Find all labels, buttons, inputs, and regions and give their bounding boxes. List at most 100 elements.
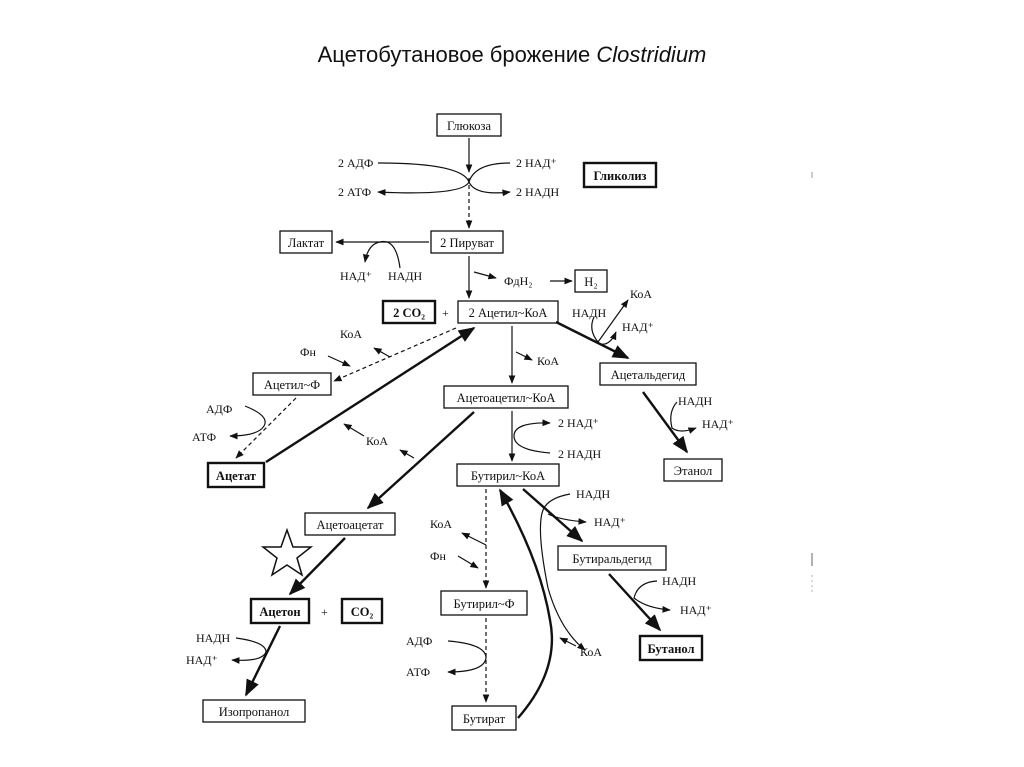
svg-text:Глюкоза: Глюкоза xyxy=(447,119,491,133)
label-bp-pn: Фн xyxy=(430,549,446,563)
title-organism: Clostridium xyxy=(596,42,707,67)
arrow-acetylcoa-acetaldehyde xyxy=(555,320,630,360)
node-lactate: Лактат xyxy=(279,230,333,254)
node-isopropanol: Изопропанол xyxy=(202,699,306,723)
svg-text:Ацетил~Ф: Ацетил~Ф xyxy=(264,378,320,392)
svg-text:2 Пируват: 2 Пируват xyxy=(440,236,494,250)
svg-text:Бутират: Бутират xyxy=(463,712,506,726)
label-ald-nad: НАД⁺ xyxy=(622,320,654,334)
node-butyryl-p: Бутирил~Ф xyxy=(440,590,528,616)
arrow-aac-koa xyxy=(515,351,533,361)
arrow-butyraldehyde-butanol xyxy=(608,573,662,632)
svg-text:Изопропанол: Изопропанол xyxy=(219,705,290,719)
star-icon xyxy=(260,527,314,577)
svg-text:Ацетоацетил~КоА: Ацетоацетил~КоА xyxy=(457,391,556,405)
label-fdh2: ФдН₂ xyxy=(504,274,532,288)
label-bald-nadh: НАДН xyxy=(576,487,611,501)
node-glycolysis: Гликолиз xyxy=(582,161,658,189)
svg-text:Лактат: Лактат xyxy=(288,236,325,250)
label-acp-adp: АДФ xyxy=(206,402,232,416)
node-butyraldehyde: Бутиральдегид xyxy=(557,545,667,571)
arrow-pyruvate-fdh2 xyxy=(473,271,497,280)
node-butanol: Бутанол xyxy=(638,634,704,662)
label-eth-nadh: НАДН xyxy=(678,394,713,408)
node-h2: H₂ xyxy=(574,269,608,293)
arrow-bp-adp-atp xyxy=(447,640,487,676)
arrow-acetoacetylcoa-acetoacetate xyxy=(366,411,475,510)
arrow-acetone-isopropanol xyxy=(244,625,282,697)
label-but-koa: КоА xyxy=(580,645,602,659)
arrow-ipa-cofactor xyxy=(231,637,267,664)
label-adp2: 2 АДФ xyxy=(338,156,373,170)
arrow-acp-adp-atp xyxy=(229,405,266,440)
svg-text:Этанол: Этанол xyxy=(674,464,712,478)
arrow-bp-pn xyxy=(457,555,479,569)
node-acetyl-coa: 2 Ацетил~КоА xyxy=(457,300,559,324)
node-co2-top: 2 CO₂ xyxy=(381,299,437,325)
arrow-but-koa xyxy=(559,637,577,647)
node-glucose: Глюкоза xyxy=(436,113,502,137)
arrow-nad-nadh xyxy=(377,162,511,196)
label-acet-koa: КоА xyxy=(366,434,388,448)
svg-text:Ацетат: Ацетат xyxy=(216,469,256,483)
label-acp-koa: КоА xyxy=(340,327,362,341)
svg-text:Бутирил~КоА: Бутирил~КоА xyxy=(471,469,545,483)
node-acetone: Ацетон xyxy=(249,597,311,625)
arrow-acetylp-acetate xyxy=(235,397,297,459)
label-ipa-nad: НАД⁺ xyxy=(186,653,218,667)
arrow-ald-koa xyxy=(591,299,629,343)
arrow-buol-cofactor xyxy=(633,580,671,613)
arrow-acetaldehyde-ethanol xyxy=(642,391,688,454)
label-acp-pn: Фн xyxy=(300,345,316,359)
svg-text:Ацетоацетат: Ацетоацетат xyxy=(317,518,384,532)
arrow-acet-koa xyxy=(343,423,365,437)
label-buol-nadh: НАДН xyxy=(662,574,697,588)
label-nadh2: 2 НАДН xyxy=(516,185,560,199)
label-lactate-nadh: НАДН xyxy=(388,269,423,283)
label-nad2: 2 НАД⁺ xyxy=(516,156,557,170)
node-acetaldehyde: Ацетальдегид xyxy=(599,362,697,386)
svg-text:Гликолиз: Гликолиз xyxy=(593,169,646,183)
node-acetyl-p: Ацетил~Ф xyxy=(252,372,332,396)
node-acetoacetate: Ацетоацетат xyxy=(304,512,396,536)
node-pyruvate: 2 Пируват xyxy=(430,230,504,254)
arrow-acetoacetate-acetone xyxy=(288,537,346,596)
svg-text:Ацетон: Ацетон xyxy=(259,605,300,619)
label-ald-koa: КоА xyxy=(630,287,652,301)
label-atp2: 2 АТФ xyxy=(338,185,371,199)
title-text: Ацетобутановое брожение xyxy=(317,42,597,67)
label-bp-adp: АДФ xyxy=(406,634,432,648)
label-bald-nad: НАД⁺ xyxy=(594,515,626,529)
label-ipa-nadh: НАДН xyxy=(196,631,231,645)
cofactor-labels: 2 АДФ 2 АТФ 2 НАД⁺ 2 НАДН НАД⁺ НАДН ФдН₂… xyxy=(186,156,734,679)
arrow-bp-koa xyxy=(461,532,487,546)
svg-text:2 CO₂: 2 CO₂ xyxy=(393,306,425,320)
arrow-ald-nad xyxy=(599,331,617,345)
label-bp-atp: АТФ xyxy=(406,665,430,679)
label-plus-2: + xyxy=(321,605,328,619)
label-ald-nadh: НАДН xyxy=(572,306,607,320)
arrow-bald-nad xyxy=(547,513,587,525)
diagram-title: Ацетобутановое брожение Clostridium xyxy=(0,42,1024,68)
label-acp-atp: АТФ xyxy=(192,430,216,444)
arrows xyxy=(229,138,697,719)
arrow-eth-cofactor xyxy=(670,401,697,434)
label-bp-koa: КоА xyxy=(430,517,452,531)
label-bc-nad2: 2 НАД⁺ xyxy=(558,416,599,430)
arrow-adp-atp xyxy=(377,162,511,197)
node-co2-bottom: CO₂ xyxy=(340,597,384,625)
arrow-acp-koa xyxy=(373,347,391,358)
arrow-acetylcoa-acetylp xyxy=(333,327,457,382)
label-bc-nadh2: 2 НАДН xyxy=(558,447,602,461)
node-ethanol: Этанол xyxy=(663,458,723,482)
svg-text:Бутирил~Ф: Бутирил~Ф xyxy=(453,597,514,611)
arrow-aa-koa xyxy=(399,449,415,459)
label-buol-nad: НАД⁺ xyxy=(680,603,712,617)
node-acetate: Ацетат xyxy=(206,461,266,489)
label-eth-nad: НАД⁺ xyxy=(702,417,734,431)
label-lactate-nad: НАД⁺ xyxy=(340,269,372,283)
arrow-bald-koa-release xyxy=(539,493,586,651)
svg-text:Ацетальдегид: Ацетальдегид xyxy=(611,368,686,382)
label-aac-koa: КоА xyxy=(537,354,559,368)
